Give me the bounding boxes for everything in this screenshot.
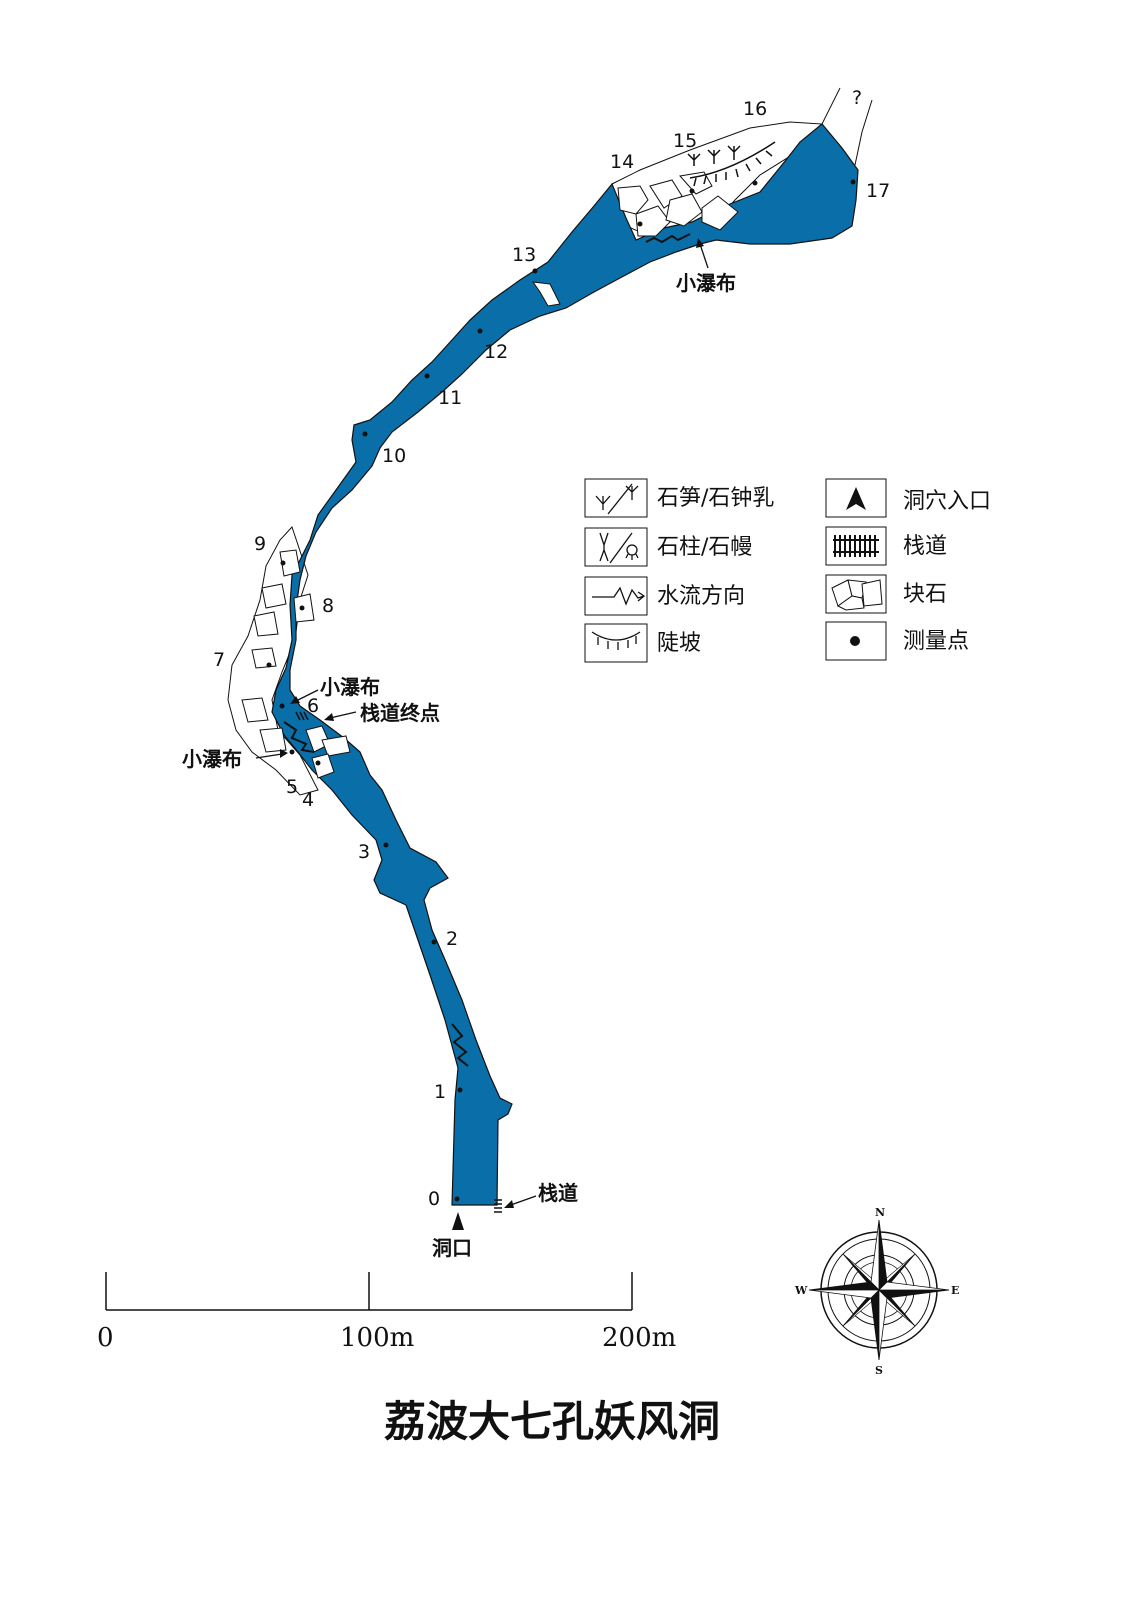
legend-label: 水流方向 xyxy=(657,584,745,609)
station-11: 11 xyxy=(438,387,462,409)
scale-bar xyxy=(105,1272,633,1311)
entrance-label: 洞口 xyxy=(432,1236,472,1260)
entrance-arrow-icon xyxy=(452,1212,464,1230)
cave-entrance-icon xyxy=(846,487,866,510)
steep-slope-icon xyxy=(591,631,641,650)
walkway-marks xyxy=(295,711,502,1213)
station-7: 7 xyxy=(213,649,225,671)
water-passage xyxy=(271,123,859,1206)
stalagmite-stalactite-icon xyxy=(595,483,639,515)
steep-slope xyxy=(689,141,776,187)
legend: 石笋/石钟乳 石柱/石幔 水流方向 陡坡 xyxy=(584,478,991,663)
station-13: 13 xyxy=(512,244,536,266)
station-5: 5 xyxy=(286,776,298,798)
station-12: 12 xyxy=(484,341,508,363)
station-17: 17 xyxy=(866,180,890,202)
station-15: 15 xyxy=(673,130,697,152)
flow-direction-icon xyxy=(592,586,646,606)
compass-rose-icon: N S E W xyxy=(794,1206,959,1377)
column-curtain-icon xyxy=(599,532,639,564)
compass-w: W xyxy=(794,1284,808,1297)
legend-label: 栈道 xyxy=(903,534,947,559)
boulder-icon xyxy=(831,579,883,611)
walkway-end-label: 栈道终点 xyxy=(360,701,440,725)
waterfall-label-mid: 小瀑布 xyxy=(320,675,380,699)
legend-item: 块石 xyxy=(825,574,947,614)
map-title: 荔波大七孔妖风洞 xyxy=(384,1397,720,1446)
walkway-icon xyxy=(833,535,879,557)
walkway-end-leader xyxy=(329,711,357,719)
station-1: 1 xyxy=(434,1081,446,1103)
compass-n: N xyxy=(875,1206,885,1219)
waterfall-leader-north xyxy=(699,243,709,269)
legend-label: 洞穴入口 xyxy=(903,489,991,514)
scale-label-0: 0 xyxy=(97,1323,114,1353)
station-14: 14 xyxy=(610,151,634,173)
station-labels: 0 1 2 3 4 5 6 7 8 9 10 11 12 13 14 15 16… xyxy=(213,87,890,1210)
walkway-label: 栈道 xyxy=(538,1181,578,1205)
legend-label: 陡坡 xyxy=(657,631,701,656)
legend-item: 石笋/石钟乳 xyxy=(584,478,774,518)
station-4: 4 xyxy=(302,789,314,811)
legend-label: 测量点 xyxy=(903,629,969,654)
legend-item: 测量点 xyxy=(825,621,969,661)
legend-item: 石柱/石幔 xyxy=(584,527,752,567)
waterfall-label-west: 小瀑布 xyxy=(182,747,242,771)
compass-s: S xyxy=(875,1364,883,1377)
legend-item: 水流方向 xyxy=(584,576,745,616)
station-3: 3 xyxy=(358,841,370,863)
stalagmites xyxy=(687,145,741,166)
station-2: 2 xyxy=(446,928,458,950)
boulders xyxy=(241,171,739,779)
legend-label: 石笋/石钟乳 xyxy=(657,486,774,511)
station-9: 9 xyxy=(254,533,266,555)
survey-point-icon xyxy=(850,636,860,646)
scale-label-100: 100m xyxy=(340,1323,414,1353)
waterfall-label-north: 小瀑布 xyxy=(676,271,736,295)
legend-item: 洞穴入口 xyxy=(825,478,991,518)
legend-item: 陡坡 xyxy=(584,623,701,663)
flow-arrows xyxy=(283,233,691,1067)
station-16: 16 xyxy=(743,98,767,120)
compass-e: E xyxy=(951,1284,959,1297)
station-6: 6 xyxy=(307,695,319,717)
station-0: 0 xyxy=(428,1188,440,1210)
station-10: 10 xyxy=(382,445,406,467)
waterfall-leader-west xyxy=(255,753,283,759)
legend-label: 块石 xyxy=(903,582,947,607)
legend-label: 石柱/石幔 xyxy=(657,535,752,560)
scale-label-200: 200m xyxy=(602,1323,676,1353)
survey-points xyxy=(266,179,856,1202)
station-8: 8 xyxy=(322,595,334,617)
legend-item: 栈道 xyxy=(825,526,947,566)
annotations: 洞口 栈道 栈道终点 小瀑布 小瀑布 小瀑布 xyxy=(182,238,736,1260)
station-unknown: ? xyxy=(852,87,862,109)
